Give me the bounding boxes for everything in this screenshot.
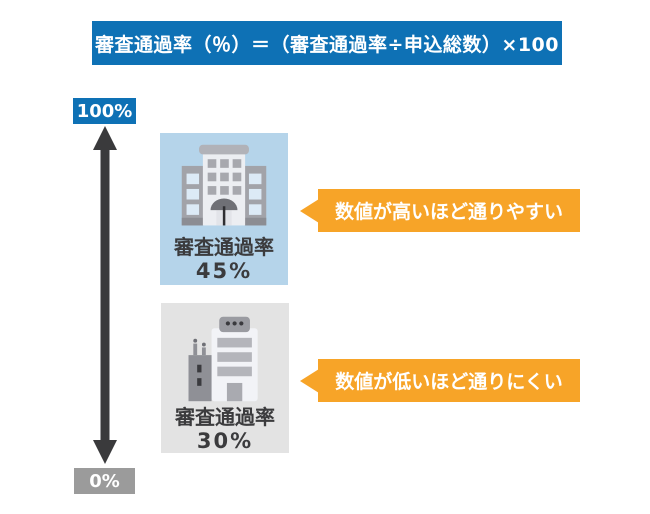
callout-left-pointer-icon: [300, 368, 319, 393]
high-callout-text: 数値が高いほど通りやすい: [334, 201, 563, 223]
office-building-small-icon: [188, 316, 258, 402]
callout-left-pointer-icon: [300, 198, 319, 223]
high-card-value: 45%: [195, 259, 253, 283]
high-callout-bubble: 数値が高いほど通りやすい: [300, 189, 580, 232]
low-card-value: 30%: [196, 429, 254, 453]
formula-banner: 審査通過率（％）＝（審査通過率÷申込総数）×100: [92, 21, 562, 65]
office-building-large-icon: [181, 144, 267, 226]
low-callout-text: 数値が低いほど通りにくい: [335, 371, 563, 393]
scale-top-label: 100%: [73, 98, 136, 124]
low-callout-bubble: 数値が低いほど通りにくい: [300, 359, 580, 402]
high-pass-rate-card: 審査通過率 45%: [160, 133, 288, 285]
vertical-scale-arrow-icon: [93, 126, 117, 464]
low-pass-rate-card: 審査通過率 30%: [161, 303, 289, 453]
low-card-label: 審査通過率: [175, 405, 275, 429]
high-card-label: 審査通過率: [174, 235, 274, 259]
scale-bottom-label: 0%: [74, 468, 135, 494]
